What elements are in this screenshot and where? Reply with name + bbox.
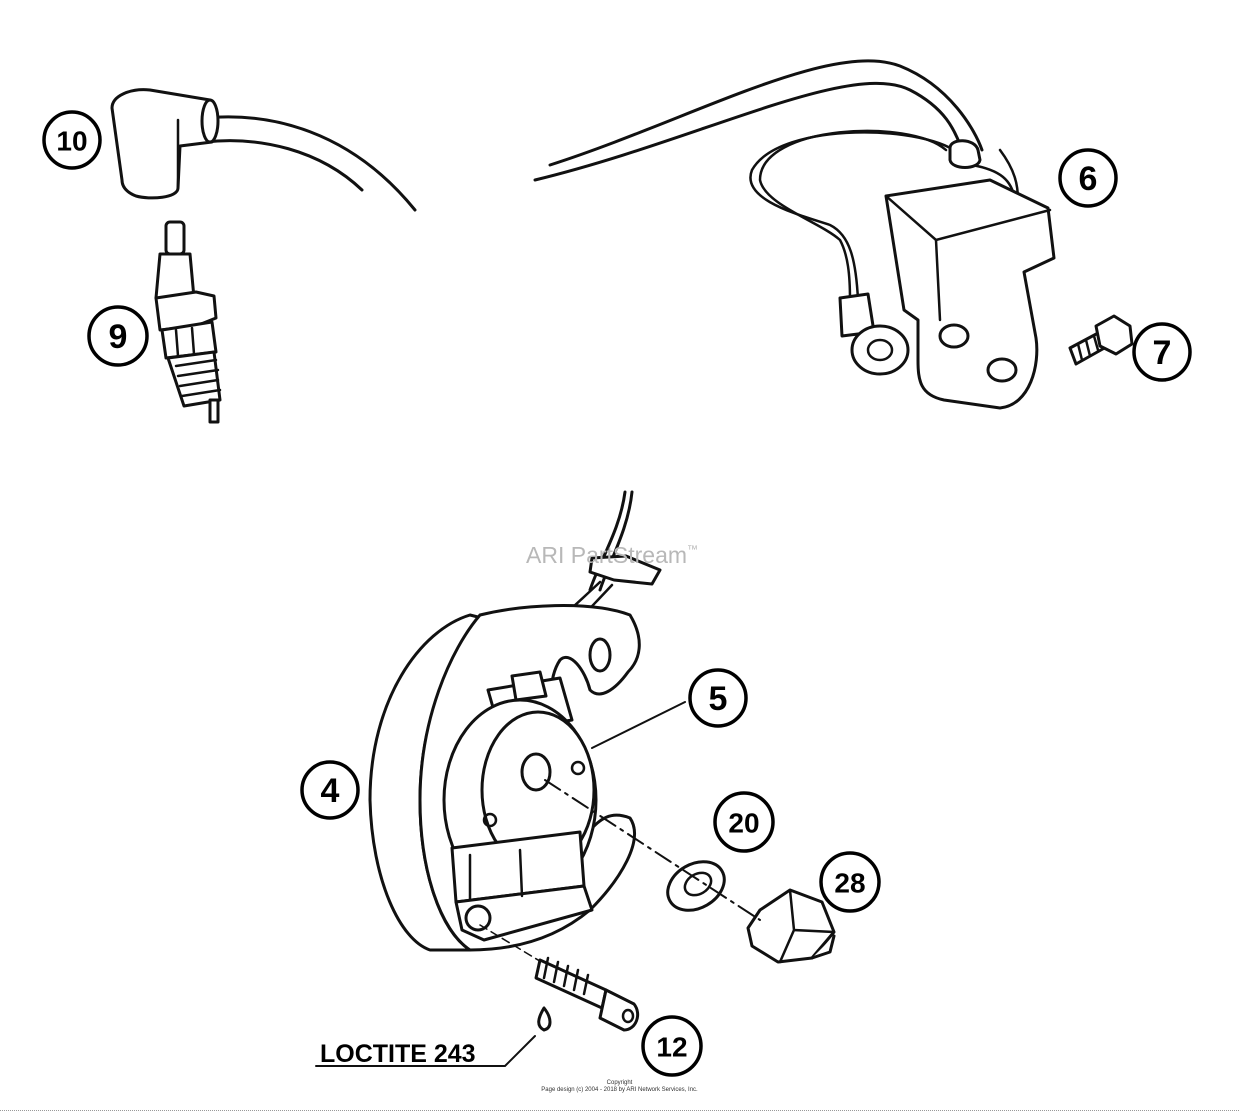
callout-6: 6 [1058, 148, 1118, 208]
svg-text:10: 10 [56, 126, 87, 157]
svg-text:9: 9 [109, 318, 128, 356]
loctite-drop-icon [537, 1006, 552, 1032]
screw [479, 924, 640, 1032]
callout-20: 20 [713, 791, 775, 853]
callout-28: 28 [819, 851, 881, 913]
callout-7: 7 [1132, 322, 1192, 382]
svg-text:7: 7 [1153, 334, 1172, 372]
svg-text:28: 28 [834, 868, 865, 899]
coil-bolt [1068, 314, 1134, 366]
callout-5: 5 [688, 668, 748, 728]
flywheel-stator [368, 490, 662, 952]
watermark: ARI PartStream™ [526, 542, 698, 568]
callout-4: 4 [300, 760, 360, 820]
svg-text:12: 12 [656, 1032, 687, 1063]
ignition-coil [533, 59, 1056, 410]
spark-plug-cap [110, 88, 417, 212]
svg-text:6: 6 [1079, 160, 1098, 198]
svg-text:4: 4 [321, 772, 340, 810]
loctite-note: LOCTITE 243 [320, 1040, 476, 1068]
svg-text:5: 5 [709, 680, 728, 718]
copyright-text: Page design (c) 2004 - 2018 by ARI Netwo… [541, 1087, 698, 1093]
callout-12: 12 [641, 1015, 703, 1077]
nut [746, 888, 836, 964]
svg-text:20: 20 [728, 808, 759, 839]
spark-plug [154, 220, 222, 424]
copyright-label: Copyright [606, 1080, 633, 1086]
callout-9: 9 [87, 305, 149, 367]
bottom-divider [0, 1110, 1239, 1111]
callout-10: 10 [42, 110, 102, 170]
